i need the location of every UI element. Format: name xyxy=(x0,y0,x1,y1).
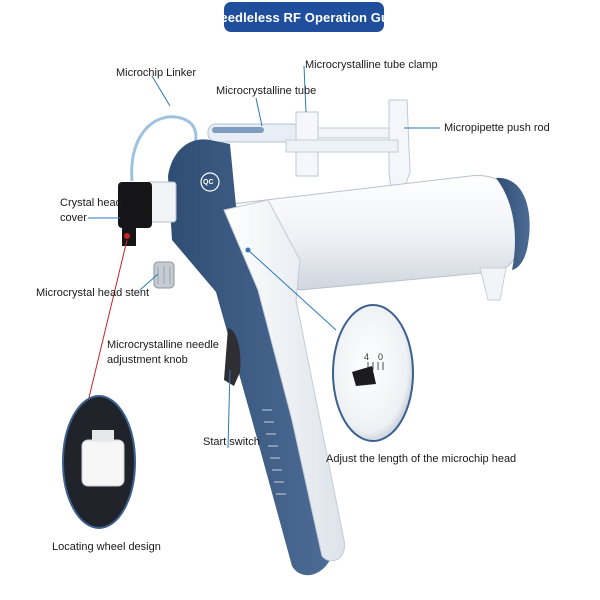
label-crystal-head-cover-line1: Crystal head xyxy=(60,197,122,209)
leader-lines xyxy=(88,65,440,449)
gun-grip xyxy=(223,199,346,562)
start-switch-trigger xyxy=(224,328,241,386)
grip-ridges xyxy=(262,409,286,495)
brand-circle xyxy=(200,172,220,192)
label-push-rod: Micropipette push rod xyxy=(444,122,550,134)
brand-mark: QC xyxy=(203,179,214,186)
adjust-slider xyxy=(352,366,376,386)
label-microcrystalline-tube: Microcrystalline tube xyxy=(216,85,317,97)
label-knob-line1: Microcrystalline needle xyxy=(107,339,219,351)
diagram-title: Needleless RF Operation Gun xyxy=(210,9,398,25)
crystal-head-cover xyxy=(118,182,152,228)
title-badge: Needleless RF Operation Gun xyxy=(211,2,397,32)
laser-leader xyxy=(85,239,128,411)
scale-mark-left: 4 xyxy=(364,352,370,362)
laser-dot xyxy=(124,233,130,239)
linker-cable xyxy=(130,115,198,182)
scale-mark-right: 0 xyxy=(378,352,384,362)
barrel-bottom-tab xyxy=(479,267,507,301)
label-start-switch: Start switch xyxy=(203,436,260,448)
tube-blue-band xyxy=(212,127,264,133)
label-locating-wheel: Locating wheel design xyxy=(52,541,161,553)
label-head-stent: Microcrystal head stent xyxy=(36,287,150,299)
barrel-rear-cap xyxy=(496,177,530,270)
clamp-bridge xyxy=(285,139,399,153)
locating-wheel-roller xyxy=(81,439,125,487)
blue-housing xyxy=(168,139,330,576)
label-knob-line2: adjustment knob xyxy=(107,354,188,366)
label-crystal-head-cover-line2: cover xyxy=(60,212,87,224)
label-microchip-linker: Microchip Linker xyxy=(116,67,197,79)
label-adjust-length: Adjust the length of the microchip head xyxy=(326,453,517,465)
label-tube-clamp: Microcrystalline tube clamp xyxy=(305,59,438,71)
